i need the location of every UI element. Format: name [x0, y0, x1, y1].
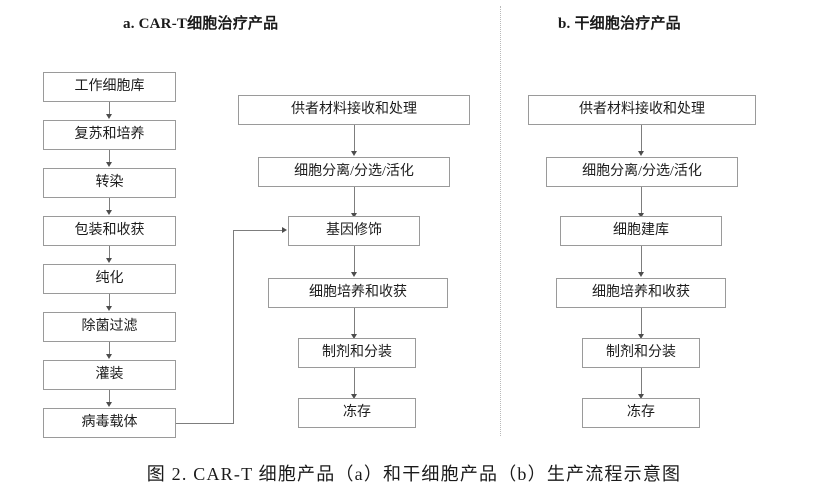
node-cell-culture-harvest-b[interactable]: 细胞培养和收获 — [556, 278, 726, 308]
connector-line — [354, 125, 355, 153]
arrow-down-icon — [106, 162, 112, 167]
connector-line — [109, 102, 110, 116]
node-donor-material-receipt-a[interactable]: 供者材料接收和处理 — [238, 95, 470, 125]
node-filling[interactable]: 灌装 — [43, 360, 176, 390]
node-cell-isolation-a[interactable]: 细胞分离/分选/活化 — [258, 157, 450, 187]
connector-line — [641, 187, 642, 215]
node-viral-vector[interactable]: 病毒载体 — [43, 408, 176, 438]
panel-b-title: b. 干细胞治疗产品 — [558, 16, 681, 32]
arrow-down-icon — [106, 258, 112, 263]
node-cell-culture-harvest-a[interactable]: 细胞培养和收获 — [268, 278, 448, 308]
panel-a-title: a. CAR-T细胞治疗产品 — [123, 16, 279, 32]
arrow-down-icon — [637, 272, 644, 277]
node-gene-modification[interactable]: 基因修饰 — [288, 216, 420, 246]
arrow-down-icon — [106, 306, 112, 311]
node-recovery-culture[interactable]: 复苏和培养 — [43, 120, 176, 150]
connector-line — [354, 308, 355, 336]
figure-caption: 图 2. CAR-T 细胞产品（a）和干细胞产品（b）生产流程示意图 — [146, 464, 682, 484]
connector-line — [641, 125, 642, 153]
crosslink-segment-horizontal — [176, 423, 234, 424]
node-purification[interactable]: 纯化 — [43, 264, 176, 294]
arrow-down-icon — [106, 114, 112, 119]
arrow-down-icon — [350, 272, 357, 277]
arrow-down-icon — [350, 213, 357, 218]
node-cell-isolation-b[interactable]: 细胞分离/分选/活化 — [546, 157, 738, 187]
connector-line — [109, 342, 110, 356]
node-transfection[interactable]: 转染 — [43, 168, 176, 198]
connector-line — [109, 246, 110, 260]
node-sterile-filtration[interactable]: 除菌过滤 — [43, 312, 176, 342]
arrow-down-icon — [106, 402, 112, 407]
arrow-down-icon — [106, 354, 112, 359]
node-cryopreservation-b[interactable]: 冻存 — [582, 398, 700, 428]
arrow-right-icon — [282, 226, 287, 233]
node-cell-banking[interactable]: 细胞建库 — [560, 216, 722, 246]
arrow-down-icon — [350, 394, 357, 399]
connector-line — [641, 246, 642, 274]
arrow-down-icon — [637, 334, 644, 339]
node-cryopreservation-a[interactable]: 冻存 — [298, 398, 416, 428]
node-donor-material-receipt-b[interactable]: 供者材料接收和处理 — [528, 95, 756, 125]
arrow-down-icon — [637, 394, 644, 399]
connector-line — [354, 187, 355, 215]
arrow-down-icon — [350, 334, 357, 339]
arrow-down-icon — [350, 151, 357, 156]
connector-line — [109, 198, 110, 212]
connector-line — [109, 150, 110, 164]
connector-line — [641, 368, 642, 396]
arrow-down-icon — [637, 213, 644, 218]
node-packaging-harvest[interactable]: 包装和收获 — [43, 216, 176, 246]
arrow-down-icon — [637, 151, 644, 156]
crosslink-segment-vertical — [233, 230, 234, 423]
connector-line — [641, 308, 642, 336]
crosslink-segment-horizontal — [233, 230, 283, 231]
arrow-down-icon — [106, 210, 112, 215]
node-working-cell-bank[interactable]: 工作细胞库 — [43, 72, 176, 102]
connector-line — [354, 246, 355, 274]
connector-line — [109, 294, 110, 308]
node-formulation-filling-a[interactable]: 制剂和分装 — [298, 338, 416, 368]
connector-line — [109, 390, 110, 404]
connector-line — [354, 368, 355, 396]
panel-divider — [500, 6, 501, 436]
node-formulation-filling-b[interactable]: 制剂和分装 — [582, 338, 700, 368]
